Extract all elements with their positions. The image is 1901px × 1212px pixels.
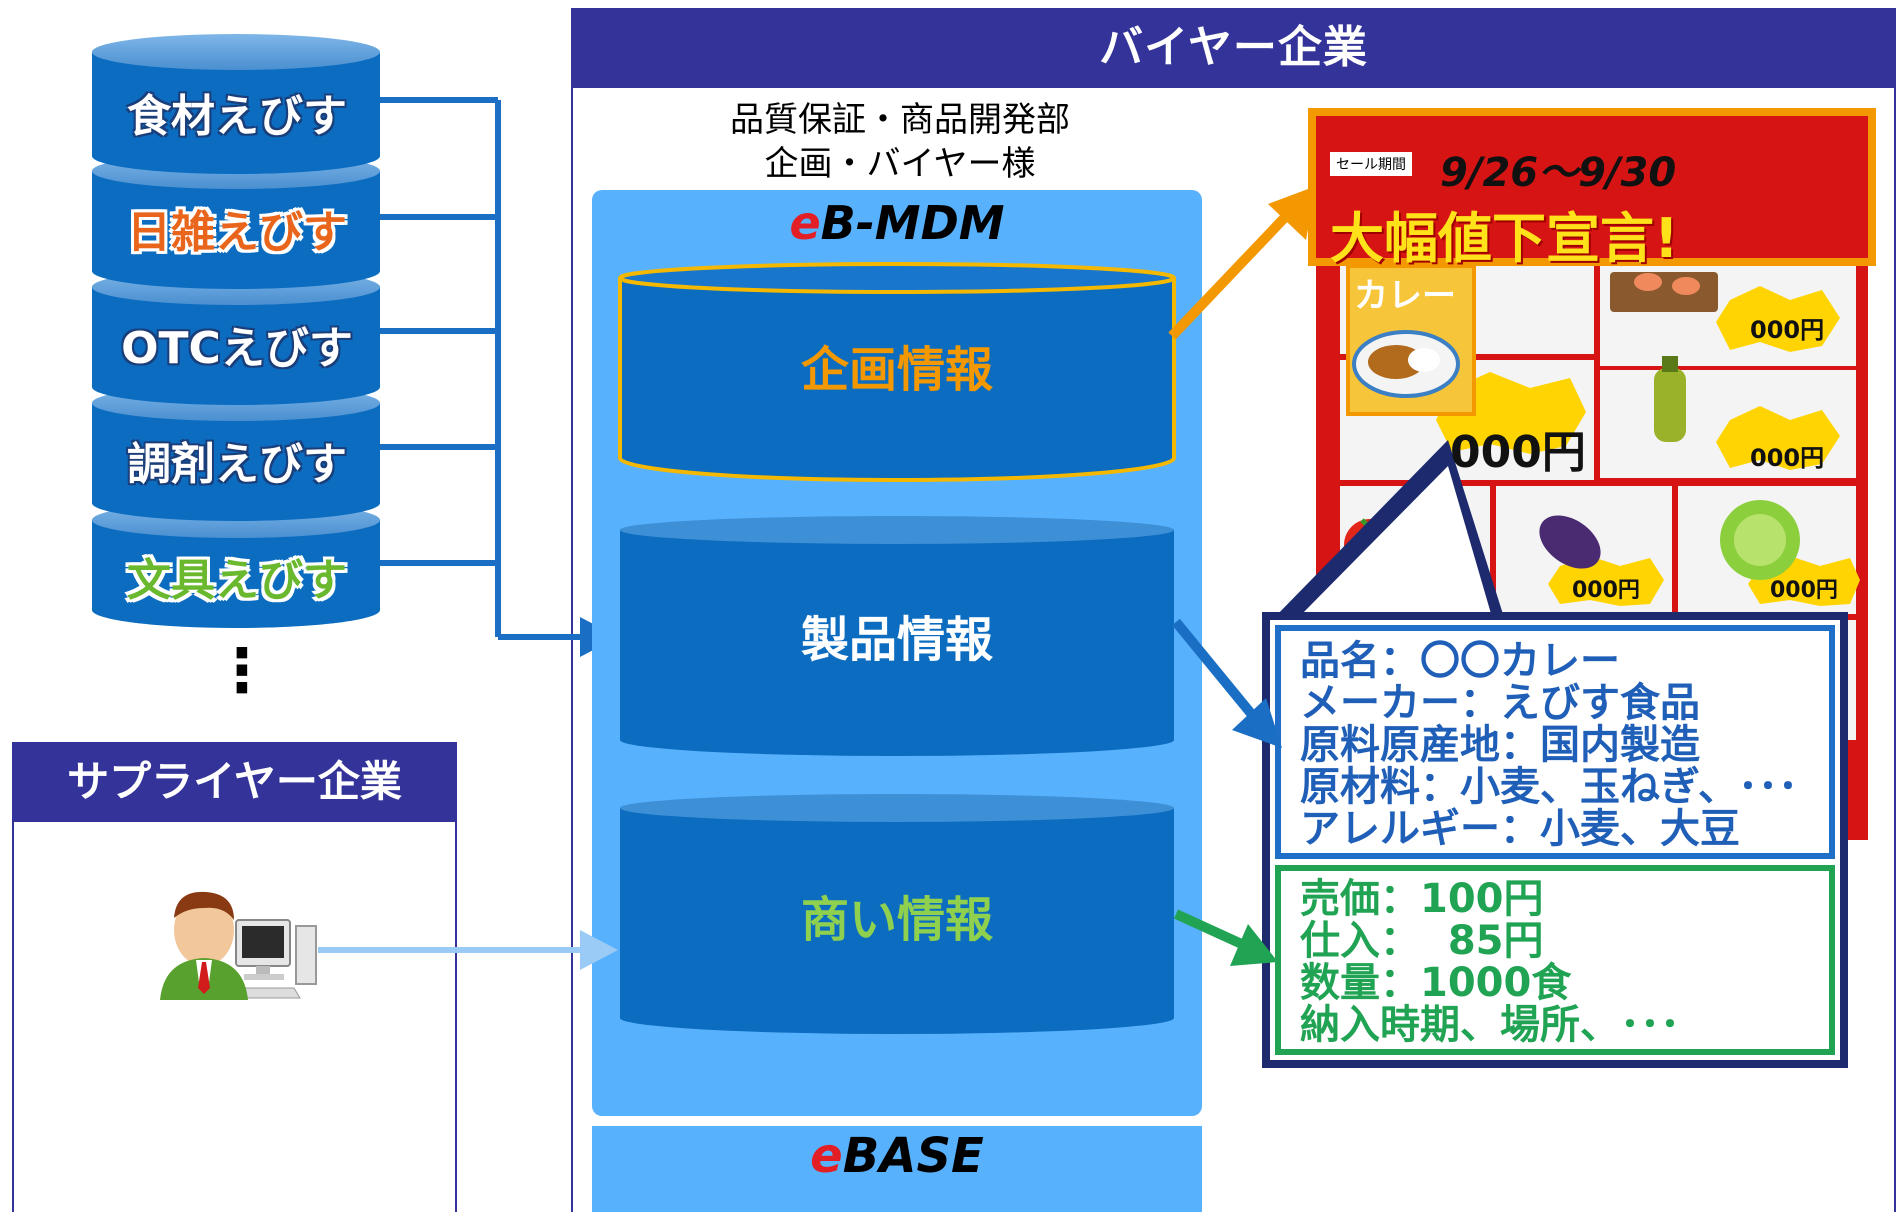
department-line-2: 企画・バイヤー様: [764, 144, 1036, 184]
ebase-panel: [592, 1126, 1202, 1212]
product-info-ingredients: 原材料：小麦、玉ねぎ、･･･: [1300, 764, 1798, 810]
sales-info-cost: 仕入： 85円: [1300, 918, 1544, 964]
sales-info-box: [1275, 865, 1835, 1055]
department-line-1: 品質保証・商品開発部: [730, 100, 1070, 140]
planning-info-cylinder: [618, 262, 1176, 482]
callout-pointer: [1272, 440, 1508, 630]
eb-mdm-title: eB-MDM: [592, 196, 1202, 250]
sales-info-list: 売価：100円 仕入： 85円 数量：1000食 納入時期、場所、･･･: [1300, 878, 1680, 1046]
trade-to-sales-arrow: [1173, 909, 1278, 966]
department-label: 品質保証・商品開発部 企画・バイヤー様: [680, 98, 1120, 186]
buyer-company-header: バイヤー企業: [571, 8, 1896, 88]
trade-info-label: 商い情報: [800, 892, 993, 948]
planning-to-flyer-arrow: [1168, 186, 1316, 340]
product-to-callout-arrow: [1172, 618, 1282, 748]
flyer-headline-highlight: [1308, 108, 1876, 266]
sales-info-price: 売価：100円: [1300, 876, 1544, 922]
flyer-curry-label: カレー: [1354, 276, 1456, 316]
ebase-rest: BASE: [842, 1128, 984, 1184]
stack-label-stationery: 文具えびす: [127, 555, 347, 606]
stack-label-otc: OTCえびす: [121, 323, 353, 374]
flyer-main-price: 000円: [1450, 427, 1586, 478]
stack-cylinder-4: [92, 385, 380, 521]
flyer-period: 9/26〜9/30: [1440, 150, 1677, 196]
sales-info-quantity: 数量：1000食: [1300, 960, 1572, 1006]
sales-info-delivery: 納入時期、場所、･･･: [1300, 1002, 1680, 1048]
product-info-name: 品名：〇〇カレー: [1300, 638, 1620, 684]
stack-label-food: 食材えびす: [127, 91, 347, 142]
product-info-cylinder: [620, 516, 1174, 756]
trade-info-cylinder: [620, 794, 1174, 1034]
flyer-headline: 大幅値下宣言!: [1330, 207, 1679, 270]
product-info-box: [1275, 625, 1835, 859]
stack-label-daily-goods: 日雑えびす: [127, 207, 347, 258]
stack-connectors: [380, 97, 590, 640]
eb-mdm-e: e: [789, 196, 821, 250]
product-info-list: 品名：〇〇カレー メーカー：えびす食品 原料原産地：国内製造 原材料：小麦、玉ね…: [1300, 640, 1798, 850]
flyer-period-label: セール期間: [1330, 152, 1412, 176]
flyer-price-4: 000円: [1770, 578, 1838, 603]
planning-info-label: 企画情報: [800, 342, 993, 398]
product-info-maker: メーカー：えびす食品: [1300, 680, 1700, 726]
flyer-price-3: 000円: [1572, 578, 1640, 603]
ebase-e: e: [810, 1128, 843, 1184]
product-info-label: 製品情報: [800, 612, 993, 668]
stack-cylinder-5: [92, 502, 380, 628]
flyer-price-1: 000円: [1750, 316, 1825, 344]
supplier-company-header: サプライヤー企業: [12, 742, 457, 822]
ebase-title: eBASE: [592, 1128, 1202, 1184]
stack-ellipsis: ⋮: [212, 636, 272, 706]
eb-mdm-rest: B-MDM: [820, 196, 1005, 250]
product-info-origin: 原料原産地：国内製造: [1300, 722, 1700, 768]
product-info-allergy: アレルギー：小麦、大豆: [1300, 806, 1740, 852]
stack-cylinder-3: [92, 269, 380, 405]
flyer-price-2: 000円: [1750, 444, 1825, 472]
stack-cylinder-1: [92, 34, 380, 174]
supplier-to-trade-arrow: [318, 930, 618, 970]
left-cylinder-stack: [92, 34, 380, 628]
supplier-user-computer-icon: [160, 891, 317, 1000]
stack-label-pharmacy: 調剤えびす: [127, 439, 347, 490]
